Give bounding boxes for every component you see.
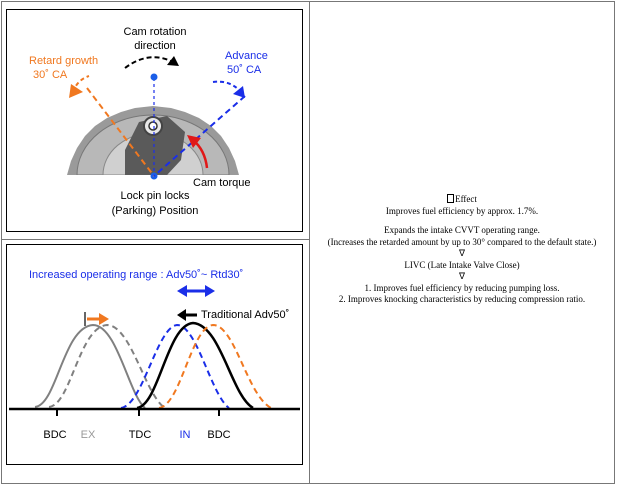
expand-line-2: (Increases the retarded amount by up to … xyxy=(327,236,597,247)
advance-line xyxy=(153,95,246,177)
retard-line xyxy=(86,87,155,177)
operating-range-label: Increased operating range : Adv50˚~ Rtd3… xyxy=(29,269,243,281)
traditional-arrow xyxy=(177,309,197,321)
lock-pin-label-2: (Parking) Position xyxy=(112,205,199,217)
improvement-item-2: 2. Improves knocking characteristics by … xyxy=(338,294,586,304)
retard-label-1: Retard growth xyxy=(29,55,98,67)
table-row-divider xyxy=(1,239,309,240)
cam-rotor-vane xyxy=(125,116,185,175)
lock-pin-label-1: Lock pin locks xyxy=(120,190,190,202)
table-column-divider xyxy=(309,1,310,484)
intake-advance-curve xyxy=(120,323,230,409)
cam-phaser-diagram: Cam rotation direction Retard growth 30˚… xyxy=(6,9,303,232)
operating-range-arrow xyxy=(177,285,215,297)
traditional-label: Traditional Adv50˚ xyxy=(201,309,289,321)
down-arrow-icon: ∇ xyxy=(458,248,466,258)
axis-label-bdc-1: BDC xyxy=(43,429,66,441)
livc-label: LIVC (Late Intake Valve Close) xyxy=(404,259,520,270)
intake-curve xyxy=(136,321,254,410)
cam-rotation-label-1: Cam rotation xyxy=(124,26,187,38)
axis-label-ex: EX xyxy=(81,429,96,441)
intake-retard-curve xyxy=(158,323,272,409)
advance-label-2: 50˚ CA xyxy=(227,64,262,76)
axis-label-tdc: TDC xyxy=(129,429,152,441)
axis-label-bdc-2: BDC xyxy=(207,429,230,441)
cam-torque-label: Cam torque xyxy=(193,177,250,189)
effect-body: Improves fuel efficiency by approx. 1.7%… xyxy=(385,205,539,216)
advance-label-1: Advance xyxy=(225,50,268,62)
bullet-box-icon xyxy=(447,194,455,203)
down-arrow-icon: ∇ xyxy=(458,271,466,281)
cam-rotation-label-2: direction xyxy=(134,40,176,52)
exhaust-retard-curve xyxy=(48,323,166,409)
cam-phaser-figure: Cam rotation direction Retard growth 30˚… xyxy=(7,26,302,231)
retard-label-2: 30˚ CA xyxy=(33,69,68,81)
improvement-item-1: 1. Improves fuel efficiency by reducing … xyxy=(364,282,560,293)
cam-rotation-arrow xyxy=(124,56,174,69)
valve-timing-figure: Increased operating range : Adv50˚~ Rtd3… xyxy=(9,269,300,441)
valve-timing-diagram: Increased operating range : Adv50˚~ Rtd3… xyxy=(6,244,303,465)
exhaust-curve xyxy=(34,323,146,409)
ex-retard-arrow xyxy=(84,312,109,326)
effect-notes: Effect Improves fuel efficiency by appro… xyxy=(312,194,612,306)
expand-line-1: Expands the intake CVVT operating range. xyxy=(384,225,540,235)
axis-label-in: IN xyxy=(180,429,191,441)
effect-title: Effect xyxy=(312,194,612,206)
